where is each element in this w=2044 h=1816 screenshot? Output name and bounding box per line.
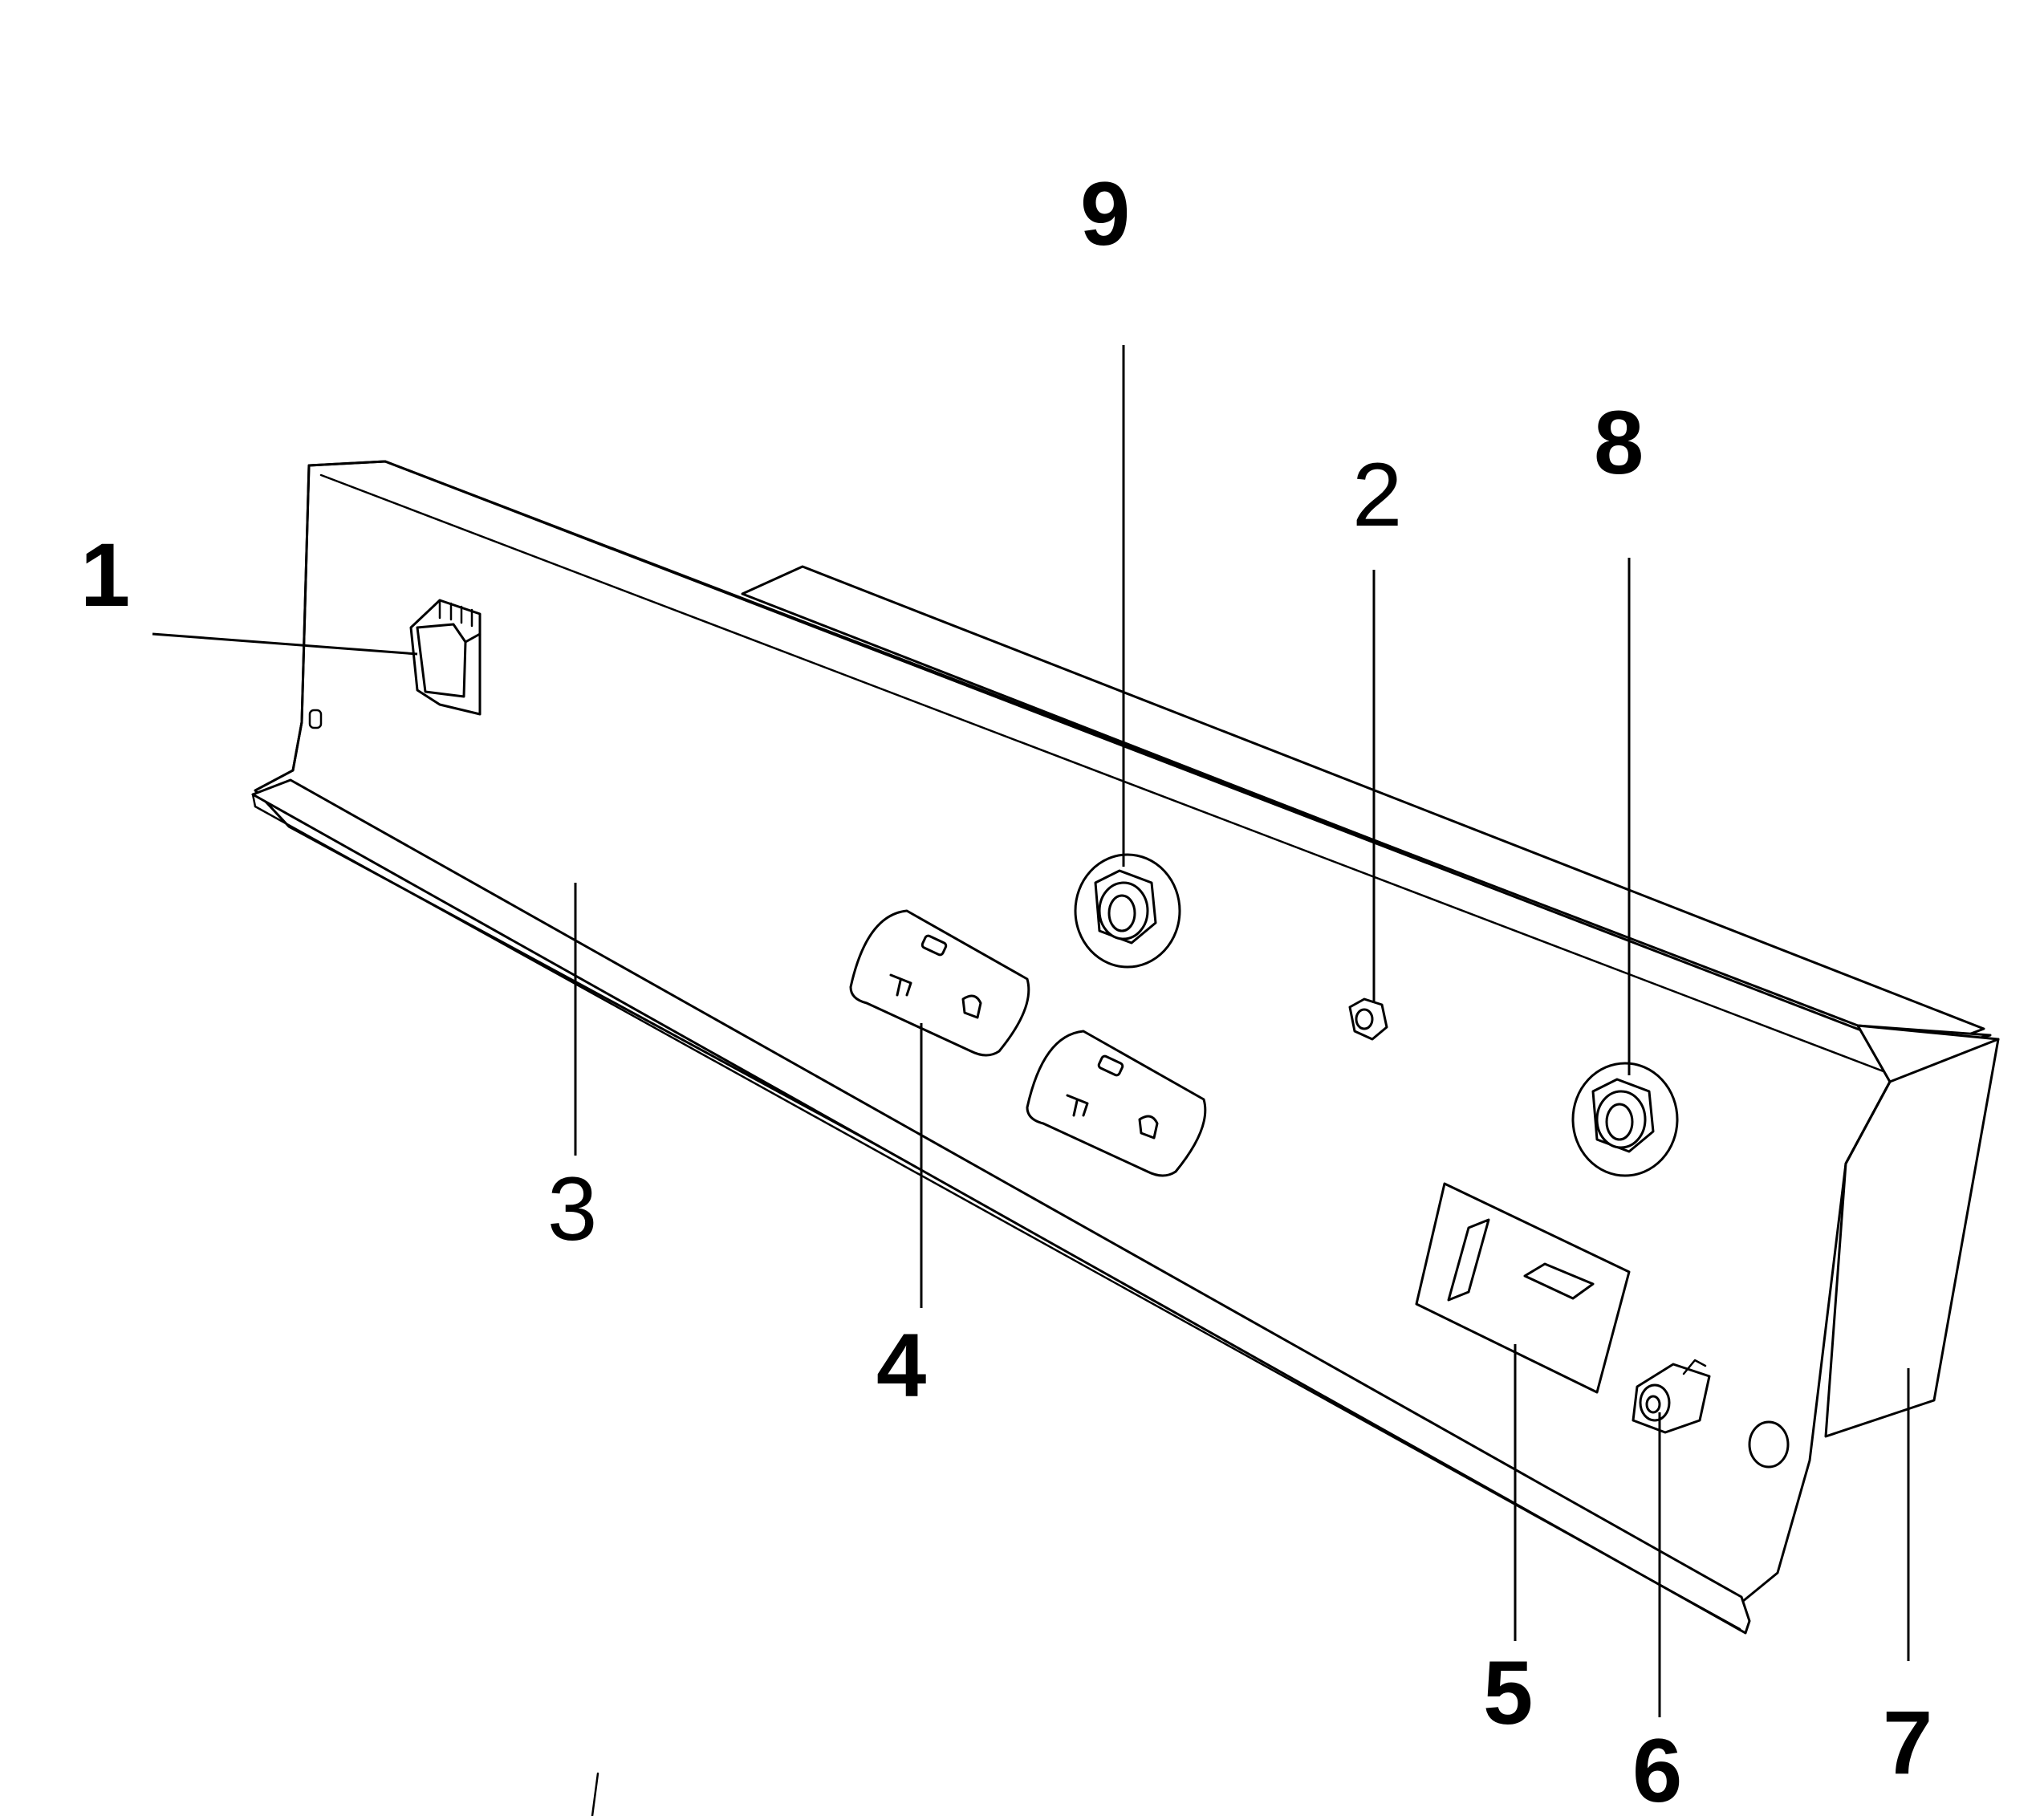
callout-8: 8: [1594, 392, 1644, 493]
control-panel: [251, 460, 2000, 1635]
bottom-flange-inner: [254, 805, 1741, 1631]
callout-6: 6: [1632, 1721, 1682, 1816]
callout-7: 7: [1883, 1692, 1932, 1793]
callout-labels: 1 9 2 8 3 4 5 6 7: [80, 164, 1932, 1816]
mounting-hole-right: [1748, 1420, 1790, 1469]
leader-lines: [152, 345, 1910, 1717]
top-edge-line: [307, 460, 1921, 1054]
left-edge-line: [291, 464, 311, 772]
callout-9: 9: [1080, 164, 1130, 264]
knob-8: [1571, 1062, 1679, 1177]
end-box-side-edge: [1844, 1080, 1892, 1165]
end-box-front-edge: [1888, 1038, 2000, 1083]
callout-4: 4: [876, 1315, 926, 1416]
outlet-right: [1026, 1030, 1207, 1177]
callout-2: 2: [1352, 445, 1402, 545]
connector-6: [1632, 1359, 1711, 1434]
knob-9: [1074, 853, 1181, 969]
callout-3: 3: [547, 1159, 597, 1259]
switch-plate-5: [1415, 1182, 1631, 1394]
callout-5: 5: [1483, 1643, 1533, 1743]
leader-1: [152, 632, 418, 656]
indicator-2: [1348, 997, 1388, 1041]
stray-mark: [591, 1772, 599, 1816]
outlet-left: [849, 909, 1030, 1057]
mounting-hole-left: [308, 709, 323, 729]
callout-1: 1: [80, 525, 130, 625]
top-inner-edge-line: [319, 473, 1896, 1077]
rocker-switch: [409, 599, 482, 716]
bottom-flange-edge: [251, 793, 257, 808]
